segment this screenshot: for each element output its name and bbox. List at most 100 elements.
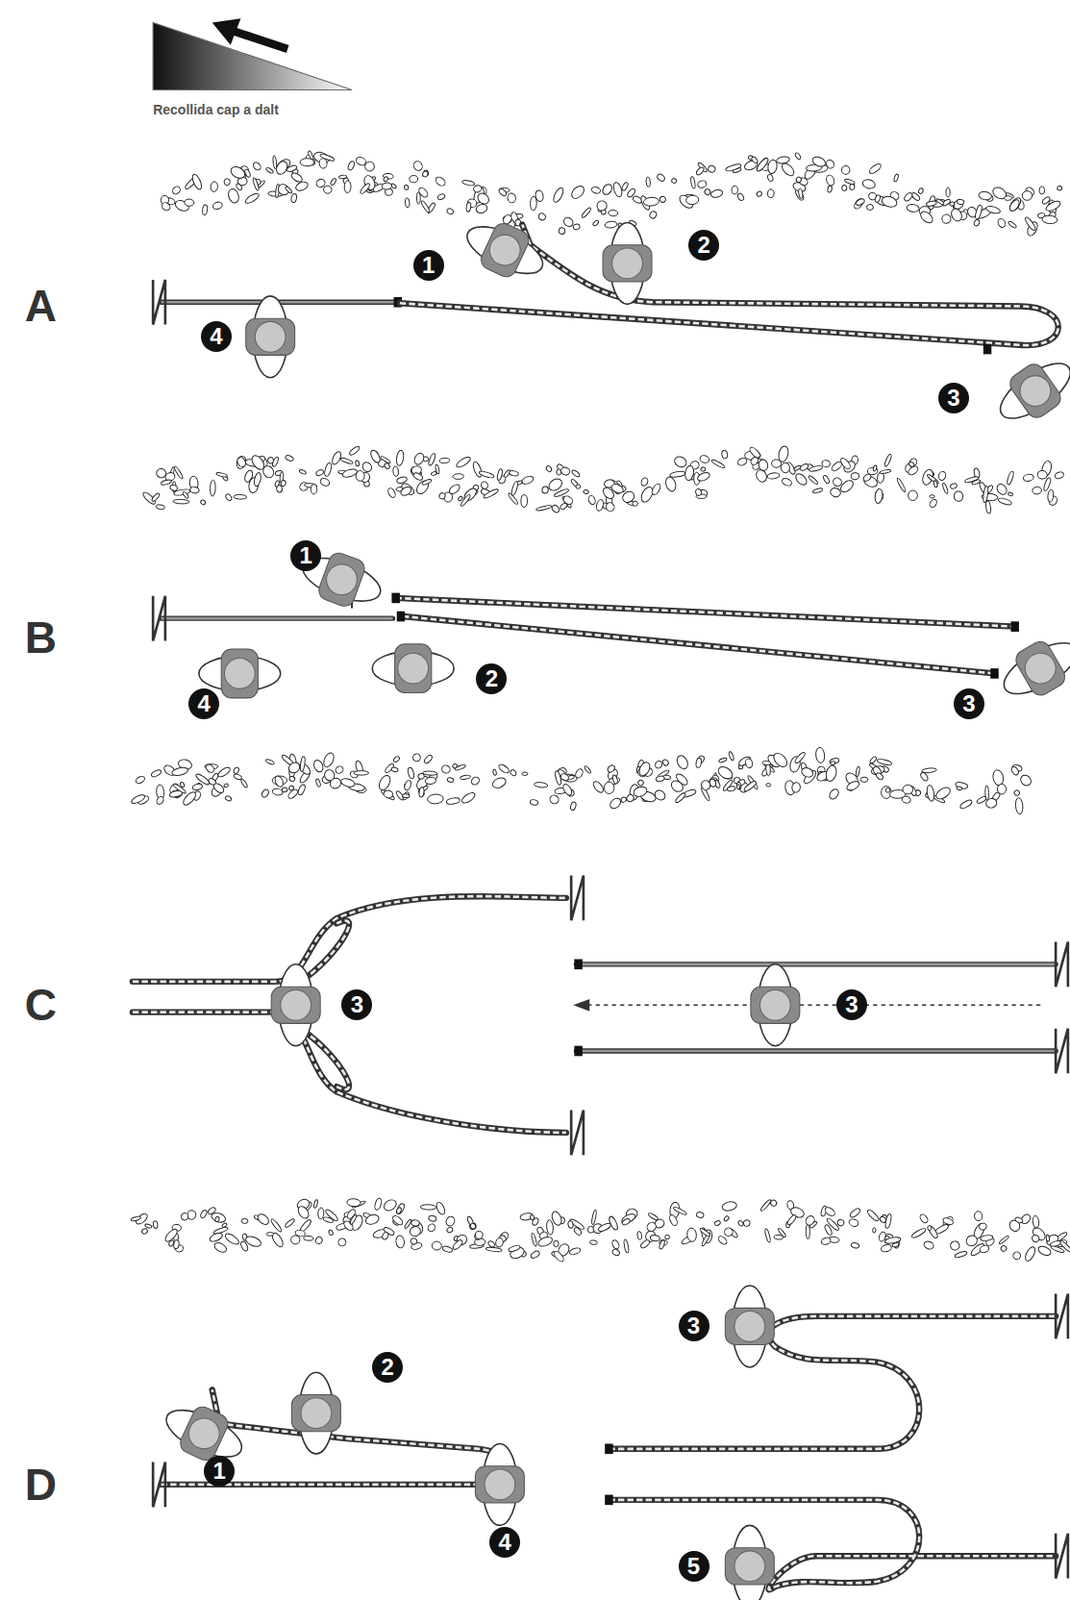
figure-body xyxy=(271,986,321,1023)
rock xyxy=(403,1218,413,1229)
callout-number: 1 xyxy=(413,249,445,281)
rock xyxy=(902,784,914,795)
rock xyxy=(129,793,146,805)
rock xyxy=(216,472,228,478)
rock xyxy=(1021,190,1033,200)
rock xyxy=(726,785,736,792)
rock xyxy=(672,454,689,470)
rock xyxy=(299,158,315,167)
rock xyxy=(382,789,394,799)
rock xyxy=(591,779,605,795)
rope xyxy=(575,961,1056,967)
rock xyxy=(767,472,780,480)
rock xyxy=(637,1230,643,1240)
rock xyxy=(420,1204,437,1211)
rock xyxy=(855,766,861,777)
rock xyxy=(766,174,774,183)
rock xyxy=(380,788,397,801)
rock xyxy=(872,465,878,473)
rock xyxy=(769,1198,778,1208)
rock xyxy=(762,760,772,765)
rock xyxy=(556,469,562,475)
rope-core xyxy=(575,962,1056,966)
rock xyxy=(808,464,823,473)
callout-number: 3 xyxy=(953,688,985,720)
rock xyxy=(199,498,207,506)
rock xyxy=(1056,185,1063,191)
figure-head xyxy=(183,1413,224,1454)
rock xyxy=(977,190,993,200)
rock xyxy=(552,1249,566,1264)
rock-texture xyxy=(129,149,1070,1263)
rock xyxy=(759,1198,772,1212)
rock xyxy=(290,171,304,184)
rope-core xyxy=(575,1049,1056,1053)
rock xyxy=(589,1240,598,1245)
rock xyxy=(1030,1225,1047,1244)
figure-body xyxy=(1006,360,1066,423)
rock xyxy=(595,498,604,512)
rock xyxy=(354,460,359,467)
rock xyxy=(883,453,893,468)
figure-feet xyxy=(609,222,645,304)
rock xyxy=(798,462,810,472)
rock xyxy=(949,1240,961,1251)
rock xyxy=(454,763,467,771)
rock xyxy=(184,199,195,207)
rock xyxy=(699,466,706,472)
rock xyxy=(836,1218,845,1226)
rock xyxy=(1046,489,1054,502)
rock xyxy=(871,1227,876,1234)
rock xyxy=(391,1214,404,1227)
rock xyxy=(942,482,949,495)
rock xyxy=(866,203,874,211)
rock xyxy=(487,1240,497,1248)
rock xyxy=(369,448,382,465)
rock xyxy=(235,182,244,192)
rock xyxy=(497,763,510,775)
figure-head xyxy=(1019,646,1061,689)
rock xyxy=(925,784,936,802)
rock xyxy=(323,185,332,195)
rock xyxy=(1003,196,1012,201)
rock xyxy=(360,460,374,474)
rock xyxy=(475,191,492,206)
rock xyxy=(459,493,472,507)
rock xyxy=(190,173,203,191)
rock xyxy=(803,1214,816,1227)
rock xyxy=(959,798,973,811)
rock xyxy=(240,778,249,789)
rock xyxy=(926,1224,939,1240)
rock xyxy=(134,774,147,785)
direction-arrow xyxy=(232,30,288,50)
rock xyxy=(466,201,473,212)
rock xyxy=(284,454,295,463)
rock xyxy=(173,1239,180,1249)
anchor xyxy=(152,279,166,325)
rock xyxy=(794,151,801,160)
rock xyxy=(949,482,958,490)
rock xyxy=(780,462,791,473)
callout-number: 4 xyxy=(200,321,232,352)
rock xyxy=(885,787,891,793)
rock xyxy=(855,198,867,207)
rock xyxy=(551,186,566,204)
rock xyxy=(731,185,739,195)
rock xyxy=(454,455,472,470)
rock xyxy=(902,191,914,202)
rock xyxy=(1039,186,1046,195)
rock xyxy=(440,764,451,775)
rock xyxy=(401,793,410,798)
rock xyxy=(1050,1244,1066,1254)
rock xyxy=(401,791,410,801)
rock xyxy=(329,177,338,187)
rock xyxy=(685,195,699,206)
rock xyxy=(824,174,836,187)
figure-feet xyxy=(757,964,793,1046)
knot xyxy=(573,959,582,971)
rock xyxy=(827,787,841,801)
rock xyxy=(948,206,964,223)
figure-body xyxy=(1012,638,1070,699)
knot xyxy=(990,668,998,679)
rock xyxy=(252,472,262,488)
